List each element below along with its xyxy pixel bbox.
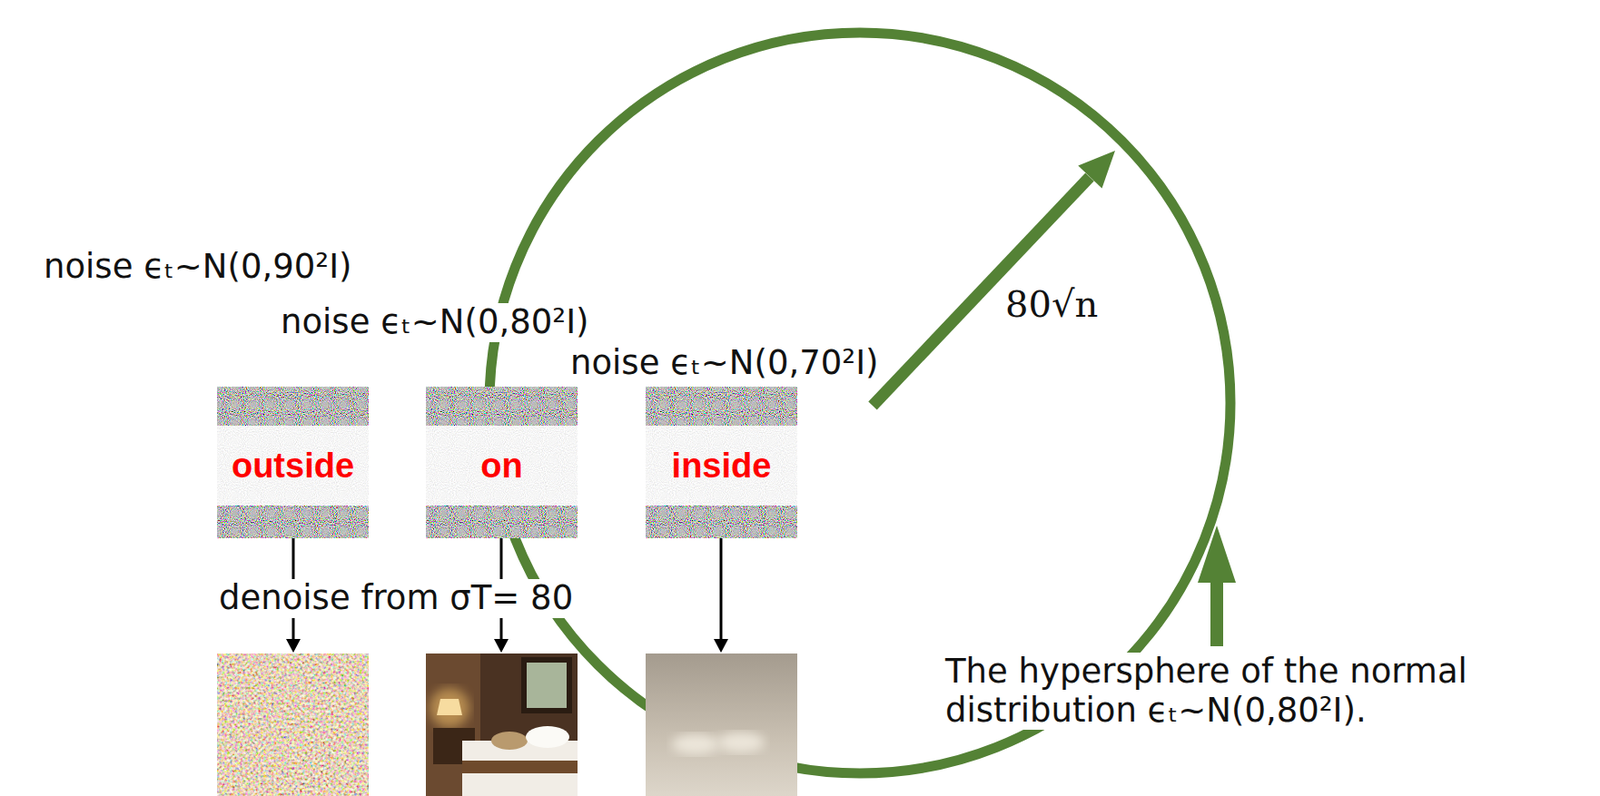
- output-image: [217, 653, 369, 796]
- image-pillow: [717, 732, 765, 753]
- noise-level-label: on: [425, 448, 578, 484]
- denoise-arrowhead: [493, 639, 509, 653]
- noise-image-box: outside: [217, 386, 369, 539]
- image-wall: [425, 653, 578, 796]
- noise-level-label: inside: [645, 448, 798, 484]
- noise-ground: [645, 386, 798, 539]
- annotation-label: noise ϵₜ~N(0,70²I): [567, 344, 882, 384]
- noise-level-label: outside: [217, 448, 369, 484]
- annotation-label: noise ϵₜ~N(0,90²I): [40, 247, 356, 287]
- image-ground: [217, 653, 369, 796]
- annotation-label: denoise from σT= 80: [216, 579, 576, 619]
- image-frame: [521, 657, 573, 714]
- noise-image-box: inside: [645, 386, 798, 539]
- gray-band: [425, 425, 578, 506]
- image-bed-runner: [462, 760, 578, 774]
- noise-ground: [425, 386, 578, 539]
- image-pillow: [491, 731, 528, 751]
- gray-band: [645, 425, 798, 506]
- color-noise: [425, 386, 578, 539]
- color-noise: [217, 386, 369, 539]
- output-image: [425, 653, 578, 796]
- image-lamp-glow: [429, 688, 470, 729]
- image-pillow: [525, 726, 570, 749]
- annotation-label: noise ϵₜ~N(0,80²I): [277, 303, 593, 343]
- denoise-arrowhead: [713, 639, 729, 653]
- image-pillow: [671, 734, 720, 755]
- image-bed: [462, 740, 578, 796]
- image-haze: [217, 653, 369, 796]
- image-lamp: [436, 699, 463, 716]
- pointer-arrowhead: [1197, 525, 1236, 583]
- output-image: [645, 653, 798, 796]
- image-picture: [526, 662, 567, 709]
- noise-ground: [217, 386, 369, 539]
- pointer-arrow: [1210, 577, 1224, 647]
- image-speckle: [217, 653, 369, 796]
- annotation-label: The hypersphere of the normal distributi…: [942, 652, 1595, 731]
- denoise-arrow: [720, 537, 723, 641]
- image-ground: [645, 653, 798, 796]
- denoise-arrowhead: [286, 639, 301, 653]
- gray-band: [217, 425, 369, 506]
- noise-image-box: on: [425, 386, 578, 539]
- radius-arrowhead: [1077, 150, 1116, 188]
- annotation-label: 80√n: [1002, 283, 1101, 326]
- color-noise: [645, 386, 798, 539]
